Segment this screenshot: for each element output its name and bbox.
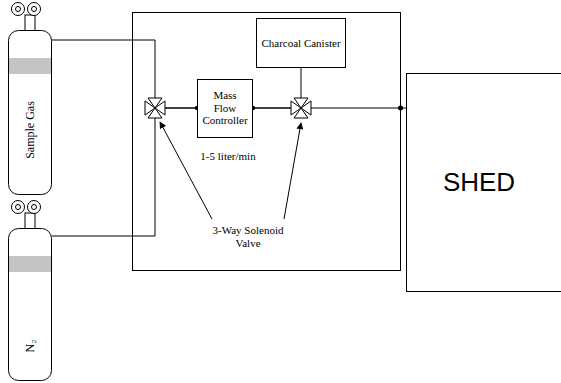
pressure-gauge	[28, 3, 41, 16]
gas-line	[253, 68, 301, 108]
gas-cylinder: Sample Gas	[8, 30, 52, 195]
box-label: SHED	[443, 167, 515, 198]
process-box: Mass Flow Controller	[197, 79, 253, 138]
valve-triangle	[148, 98, 162, 108]
flow-rate-label: 1-5 liter/min	[199, 150, 256, 163]
cylinder-band	[9, 58, 51, 74]
cylinder-neck	[25, 213, 35, 229]
cylinder-body	[9, 229, 52, 381]
solenoid-valve	[291, 98, 311, 118]
gas-line	[52, 108, 197, 236]
junction-dot	[398, 106, 403, 111]
gauge-face	[16, 205, 21, 210]
gas-line	[52, 40, 197, 108]
enclosure-frame	[133, 13, 401, 271]
cylinder-band	[9, 256, 51, 272]
gas-line	[253, 108, 406, 109]
valve-triangle	[294, 98, 308, 108]
gas-cylinder	[9, 3, 52, 195]
cylinder-label: N₂	[24, 340, 36, 353]
pressure-gauge	[28, 201, 41, 214]
gauge-face	[32, 7, 37, 12]
box-label: Mass Flow Controller	[202, 89, 248, 127]
pressure-gauge	[12, 201, 25, 214]
gauge-face	[32, 205, 37, 210]
cylinder-label: Sample Gas	[24, 101, 36, 159]
box-label: Charcoal Canister	[261, 37, 340, 50]
cylinder-neck	[25, 15, 35, 31]
valve-triangle	[294, 108, 308, 118]
solenoid-valve	[145, 98, 165, 118]
pressure-gauge	[12, 3, 25, 16]
leader-arrow	[284, 123, 301, 219]
gas-cylinder: N₂	[8, 228, 52, 381]
gas-cylinder	[9, 201, 52, 381]
gauge-face	[16, 7, 21, 12]
valve-label: 3-Way Solenoid Valve	[202, 224, 294, 249]
shed-chamber: SHED	[406, 73, 561, 292]
valve-triangle	[148, 108, 162, 118]
cylinder-body	[9, 31, 52, 195]
process-box: Charcoal Canister	[256, 18, 346, 68]
